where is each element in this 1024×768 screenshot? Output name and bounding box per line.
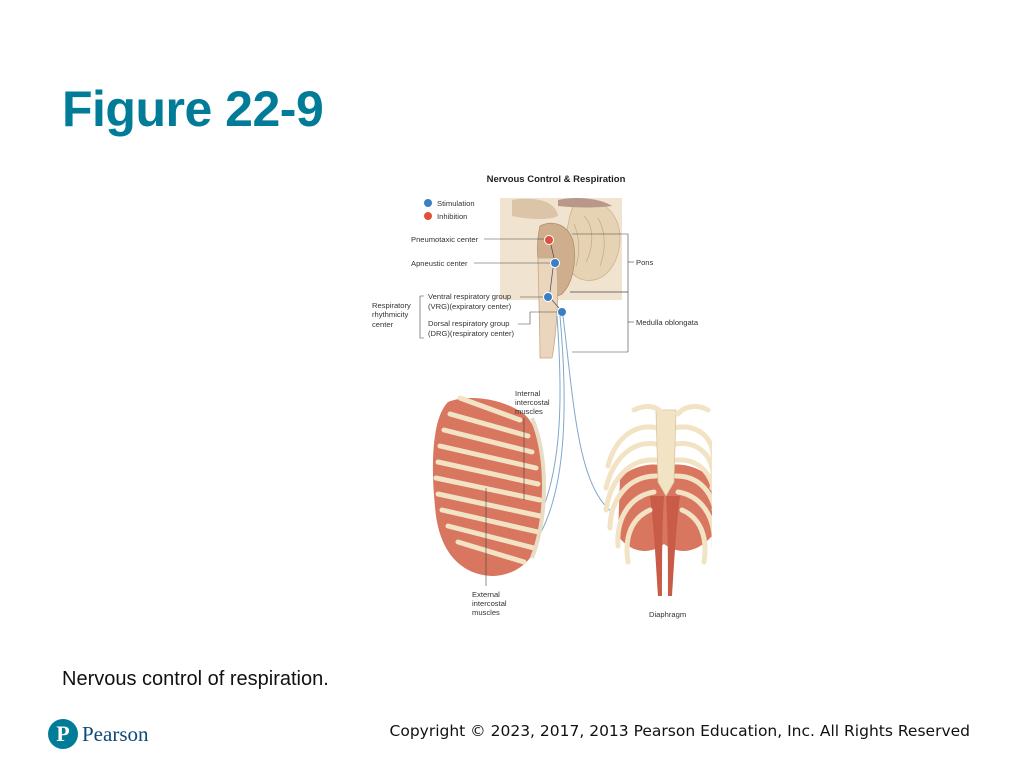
label-medulla: Medulla oblongata — [636, 318, 699, 327]
drg-dot — [557, 307, 567, 317]
pearson-p-icon: P — [48, 719, 78, 749]
label-pons: Pons — [636, 258, 654, 267]
brainstem-illustration — [500, 198, 622, 359]
label-external-2: intercostal — [472, 599, 507, 608]
apneustic-center-dot — [550, 258, 560, 268]
respiration-figure: Nervous Control & Respiration Stimulatio… — [362, 166, 712, 626]
label-rhythmicity-1: Respiratory — [372, 301, 411, 310]
label-rhythmicity-3: center — [372, 320, 394, 329]
label-internal-3: muscles — [515, 407, 543, 416]
label-external-1: External — [472, 590, 500, 599]
label-rhythmicity-2: rhythmicity — [372, 310, 408, 319]
label-drg-1: Dorsal respiratory group — [428, 319, 509, 328]
label-external-3: muscles — [472, 608, 500, 617]
copyright-notice: Copyright © 2023, 2017, 2013 Pearson Edu… — [389, 722, 970, 740]
label-vrg-2: (VRG)(expiratory center) — [428, 302, 512, 311]
label-internal-2: intercostal — [515, 398, 550, 407]
legend-inhibition: Inhibition — [437, 212, 467, 221]
figure-title: Nervous Control & Respiration — [487, 174, 626, 185]
label-pneumotaxic: Pneumotaxic center — [411, 235, 479, 244]
slide-title: Figure 22-9 — [62, 81, 324, 137]
label-diaphragm: Diaphragm — [649, 610, 686, 619]
anterior-ribcage — [603, 404, 712, 596]
legend-stimulation: Stimulation — [437, 199, 475, 208]
label-apneustic: Apneustic center — [411, 259, 468, 268]
pearson-logo: P Pearson — [48, 719, 149, 749]
pneumotaxic-center-dot — [544, 235, 554, 245]
vrg-dot — [543, 292, 553, 302]
nervous-control-diagram: Nervous Control & Respiration Stimulatio… — [372, 174, 712, 619]
label-vrg-1: Ventral respiratory group — [428, 292, 511, 301]
nerve-pathways — [537, 315, 613, 535]
lateral-ribcage — [432, 395, 546, 576]
inhibition-legend-icon — [424, 212, 432, 220]
slide-caption: Nervous control of respiration. — [62, 668, 329, 690]
stimulation-legend-icon — [424, 199, 432, 207]
pearson-wordmark: Pearson — [82, 721, 149, 746]
label-internal-1: Internal — [515, 389, 541, 398]
label-drg-2: (DRG)(respiratory center) — [428, 329, 515, 338]
